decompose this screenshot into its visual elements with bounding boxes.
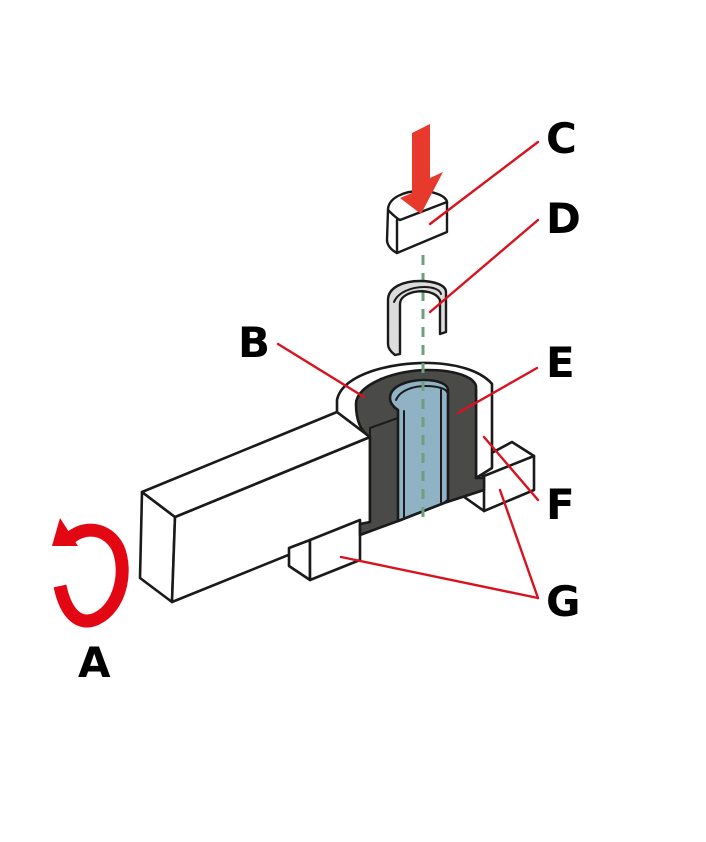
leader-b	[276, 342, 366, 399]
leader-lines	[276, 140, 540, 600]
rotation-arrow-icon	[52, 518, 129, 628]
label-d: D	[546, 194, 581, 243]
bushing-part	[386, 279, 448, 357]
leader-g-left	[339, 555, 540, 600]
hub-boss	[335, 361, 494, 537]
label-f: F	[546, 480, 575, 529]
lever-arm	[138, 410, 372, 604]
label-a: A	[78, 638, 111, 687]
label-e: E	[546, 338, 575, 387]
label-c: C	[546, 114, 577, 163]
leader-g-right	[498, 488, 540, 600]
liner-bore	[388, 378, 450, 523]
leader-c	[428, 140, 540, 226]
leader-d	[428, 218, 540, 314]
label-g: G	[546, 577, 580, 626]
leader-e	[456, 366, 539, 415]
insert-arrow-icon	[400, 124, 443, 214]
label-b: B	[238, 318, 270, 367]
bushing-outer	[386, 279, 448, 357]
cap-part	[385, 189, 449, 255]
leader-f	[482, 435, 540, 502]
